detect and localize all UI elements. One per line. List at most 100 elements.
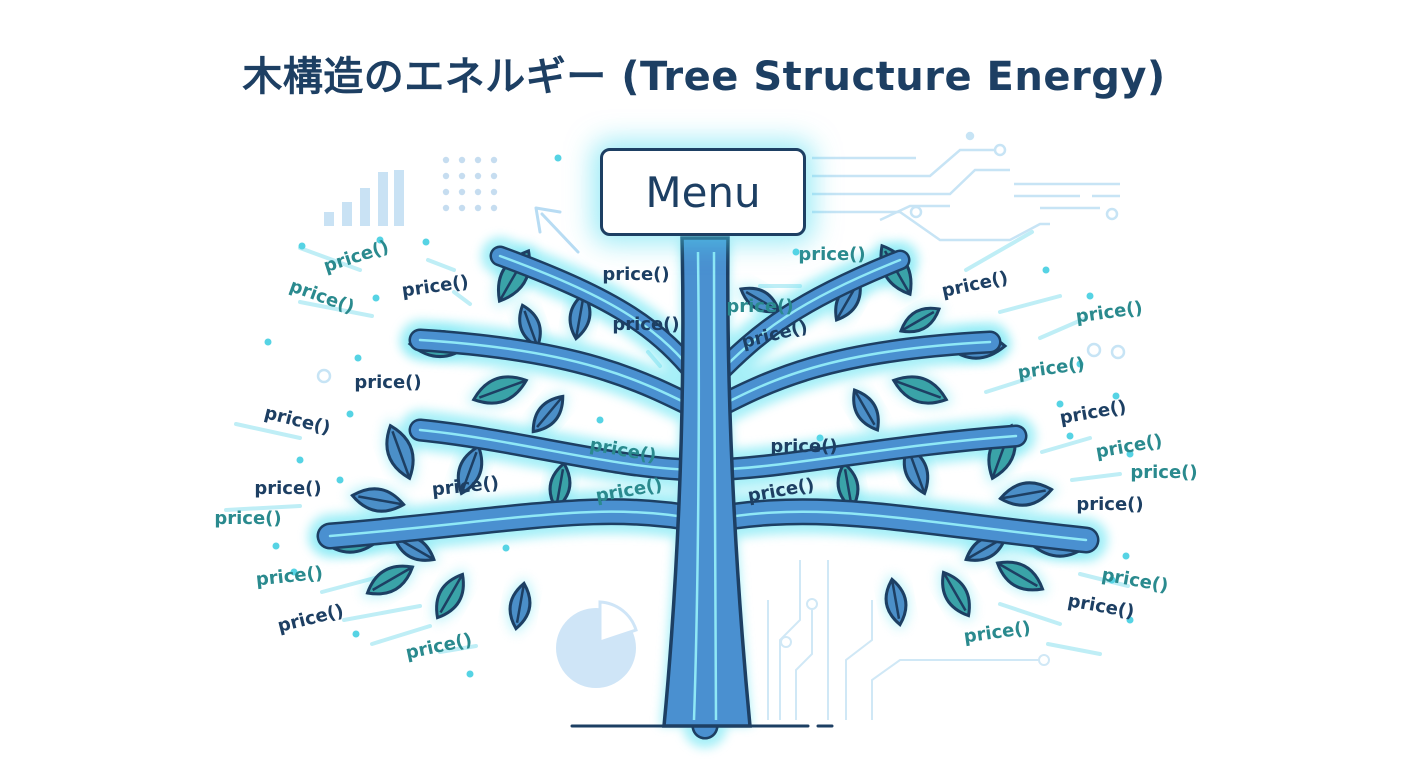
- branch-highlight: [706, 434, 1018, 472]
- trunk: [662, 236, 752, 728]
- tree-trunk: [316, 236, 1100, 740]
- energy-dot: [792, 248, 800, 256]
- leaf-vein: [1000, 489, 1046, 500]
- grid-dot: [442, 204, 450, 212]
- grid-dot: [474, 156, 482, 164]
- energy-dot: [1126, 616, 1134, 624]
- energy-dot: [1112, 392, 1120, 400]
- energy-dot: [466, 670, 474, 678]
- energy-dot: [1042, 266, 1050, 274]
- energy-streak: [998, 602, 1062, 626]
- energy-dot: [354, 354, 362, 362]
- energy-dot: [1066, 432, 1074, 440]
- leaf-vein: [460, 451, 478, 494]
- tree-leaves: [313, 239, 1097, 635]
- grid-dot: [490, 172, 498, 180]
- energy-dot: [502, 544, 510, 552]
- energy-streak: [1046, 642, 1102, 656]
- grid-dot: [490, 156, 498, 164]
- grid-dot: [442, 172, 450, 180]
- pie-chart-icon: [556, 600, 638, 688]
- energy-dot: [336, 476, 344, 484]
- method-label: price(): [1074, 297, 1144, 327]
- method-label: price(): [1100, 564, 1170, 596]
- energy-streak: [370, 624, 432, 646]
- leaf-icon: [887, 373, 953, 407]
- energy-dot: [264, 338, 272, 346]
- energy-dot: [1126, 450, 1134, 458]
- ring-icon: [1110, 344, 1126, 360]
- leaf-icon: [467, 373, 533, 407]
- leaf-vein: [358, 495, 404, 506]
- branch-highlight: [710, 340, 992, 412]
- method-label: price(): [321, 236, 391, 277]
- leaf-icon: [939, 566, 973, 622]
- energy-dot: [1086, 292, 1094, 300]
- method-label: price(): [940, 267, 1010, 302]
- leaf-icon: [361, 562, 419, 598]
- energy-streak: [438, 644, 478, 654]
- energy-streak: [342, 604, 422, 622]
- leaf-icon: [383, 419, 417, 485]
- leaf-vein: [890, 579, 901, 619]
- leaf-vein: [996, 561, 1038, 588]
- arrow-icon: [534, 206, 580, 254]
- energy-dot: [422, 238, 430, 246]
- menu-root-label: Menu: [645, 167, 761, 217]
- leaf-vein: [398, 538, 435, 561]
- leaf-vein: [745, 290, 780, 313]
- method-label: price(): [214, 508, 281, 529]
- method-label: price(): [612, 314, 679, 335]
- dot-grid-icon: [442, 156, 498, 212]
- energy-dot: [376, 236, 384, 244]
- trunk-highlight: [712, 251, 718, 721]
- branch-highlight: [418, 428, 704, 472]
- method-label: price(): [431, 473, 500, 501]
- energy-dot: [596, 416, 604, 424]
- energy-streak: [984, 376, 1032, 394]
- grid-dot: [442, 188, 450, 196]
- energy-streak: [964, 230, 1034, 272]
- energy-streak: [298, 246, 362, 272]
- energy-streak: [426, 258, 456, 272]
- leaf-icon: [883, 573, 909, 631]
- trunk-highlight: [692, 251, 701, 721]
- leaf-vein: [536, 395, 564, 428]
- grid-dot: [490, 204, 498, 212]
- leaf-icon: [507, 577, 533, 635]
- energy-dot: [1056, 400, 1064, 408]
- grid-dot: [474, 204, 482, 212]
- ring-icon: [1086, 342, 1102, 358]
- energy-streak: [1038, 316, 1088, 340]
- leaf-vein: [515, 583, 526, 623]
- energy-dot: [1122, 552, 1130, 560]
- method-label: price(): [1058, 396, 1128, 428]
- branch-highlight: [418, 338, 702, 412]
- grid-dot: [474, 172, 482, 180]
- leaf-vein: [439, 573, 464, 614]
- leaf-icon: [517, 300, 543, 352]
- energy-streak: [1070, 472, 1122, 482]
- energy-streak: [224, 504, 302, 512]
- leaf-icon: [345, 486, 411, 514]
- energy-dot: [1108, 576, 1116, 584]
- bar-chart-icon: [324, 170, 404, 226]
- energy-dots: [264, 154, 1134, 678]
- leaf-icon: [736, 285, 784, 315]
- grid-dot: [442, 156, 450, 164]
- method-label: price(): [1066, 590, 1136, 622]
- leaf-vein: [391, 430, 411, 479]
- grid-dot: [490, 188, 498, 196]
- leaf-icon: [896, 305, 944, 335]
- method-label: price(): [602, 264, 669, 285]
- energy-dot: [554, 154, 562, 162]
- method-label: price(): [1076, 494, 1143, 515]
- method-label: price(): [275, 600, 345, 637]
- ring-icon: [316, 368, 332, 384]
- energy-dot: [290, 568, 298, 576]
- grid-dot: [458, 188, 466, 196]
- method-label: price(): [726, 296, 793, 317]
- grid-dot: [458, 172, 466, 180]
